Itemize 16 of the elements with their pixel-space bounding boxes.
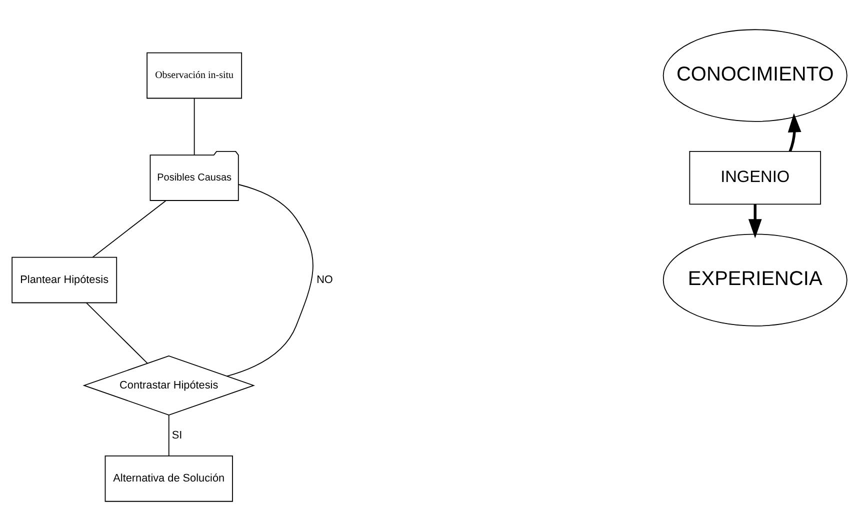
connector <box>194 98 195 155</box>
edge-label: SI <box>172 428 182 441</box>
connector <box>92 200 166 258</box>
node-diamond: Contrastar Hipótesis <box>82 354 256 415</box>
connector <box>226 184 314 376</box>
edge-label: NO <box>316 273 333 286</box>
connector <box>86 302 148 364</box>
arrow <box>788 112 802 152</box>
arrow <box>748 204 762 238</box>
node-ellipse: CONOCIMIENTO <box>662 28 848 122</box>
node-box: Plantear Hipótesis <box>12 256 118 303</box>
connector <box>168 414 170 456</box>
node-box: Alternativa de Solución <box>104 454 233 502</box>
node-ellipse: EXPERIENCIA <box>662 233 848 326</box>
node-box: INGENIO <box>689 150 822 204</box>
node-box: Observación in-situ <box>146 52 242 98</box>
